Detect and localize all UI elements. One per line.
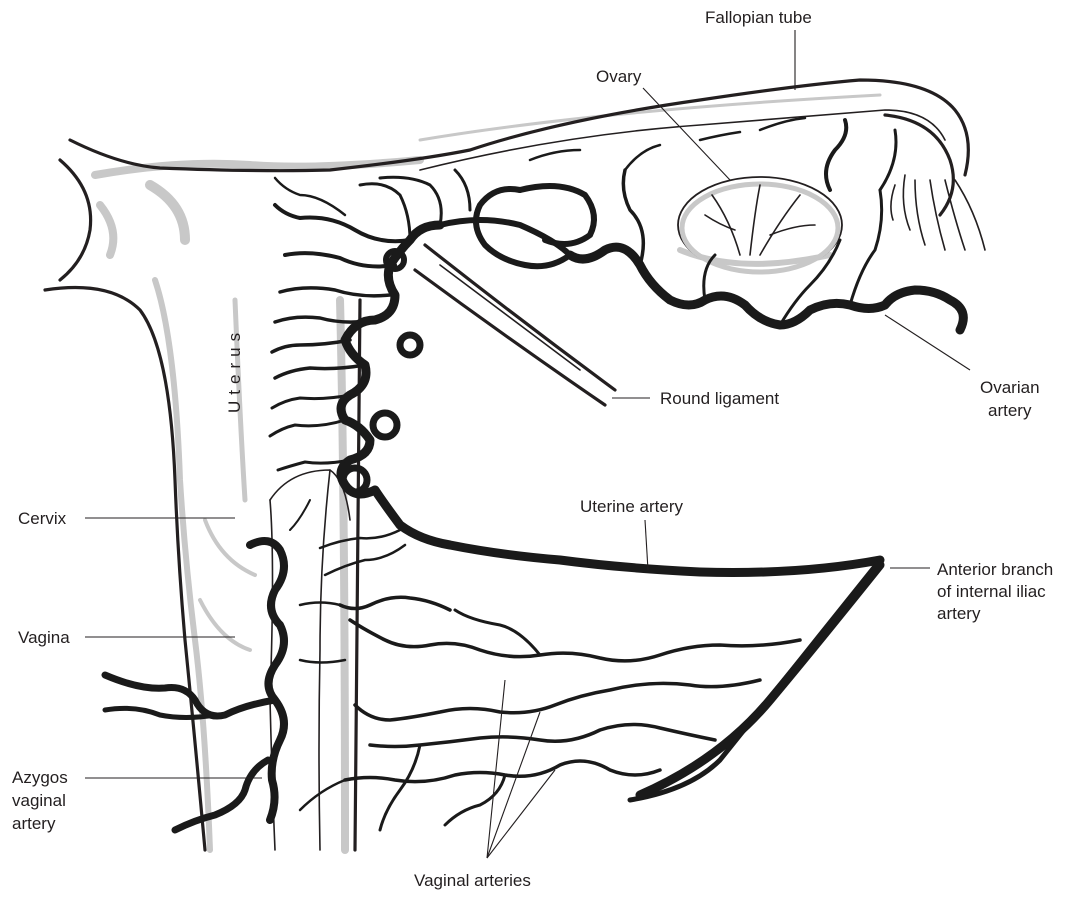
label-azygos-line1: Azygos	[12, 768, 68, 787]
leader-lines	[85, 30, 970, 858]
ovary	[678, 177, 842, 273]
label-cervix: Cervix	[18, 509, 67, 528]
label-fallopian-tube: Fallopian tube	[705, 8, 812, 27]
round-ligament	[415, 245, 615, 405]
uterine-artery	[341, 220, 880, 573]
label-azygos-line2: vaginal	[12, 791, 66, 810]
leader-vaginal-2	[487, 712, 540, 858]
uterus-outline	[45, 80, 968, 850]
label-anterior-branch-line2: of internal iliac	[937, 582, 1046, 601]
label-uterus: Uterus	[225, 327, 244, 413]
label-uterine-artery: Uterine artery	[580, 497, 683, 516]
label-azygos-line3: artery	[12, 814, 56, 833]
label-vaginal-arteries: Vaginal arteries	[414, 871, 531, 890]
fallopian-tube	[420, 110, 985, 250]
label-ovary: Ovary	[596, 67, 642, 86]
label-round-ligament: Round ligament	[660, 389, 779, 408]
label-anterior-branch-line1: Anterior branch	[937, 560, 1053, 579]
leader-ovarian-artery	[885, 315, 970, 370]
leader-vaginal-3	[487, 770, 555, 858]
label-anterior-branch-line3: artery	[937, 604, 981, 623]
label-ovarian-artery-line1: Ovarian	[980, 378, 1040, 397]
leader-vaginal-1	[487, 680, 505, 858]
label-vagina: Vagina	[18, 628, 70, 647]
label-ovarian-artery-line2: artery	[988, 401, 1032, 420]
leader-uterine-artery	[645, 520, 648, 570]
